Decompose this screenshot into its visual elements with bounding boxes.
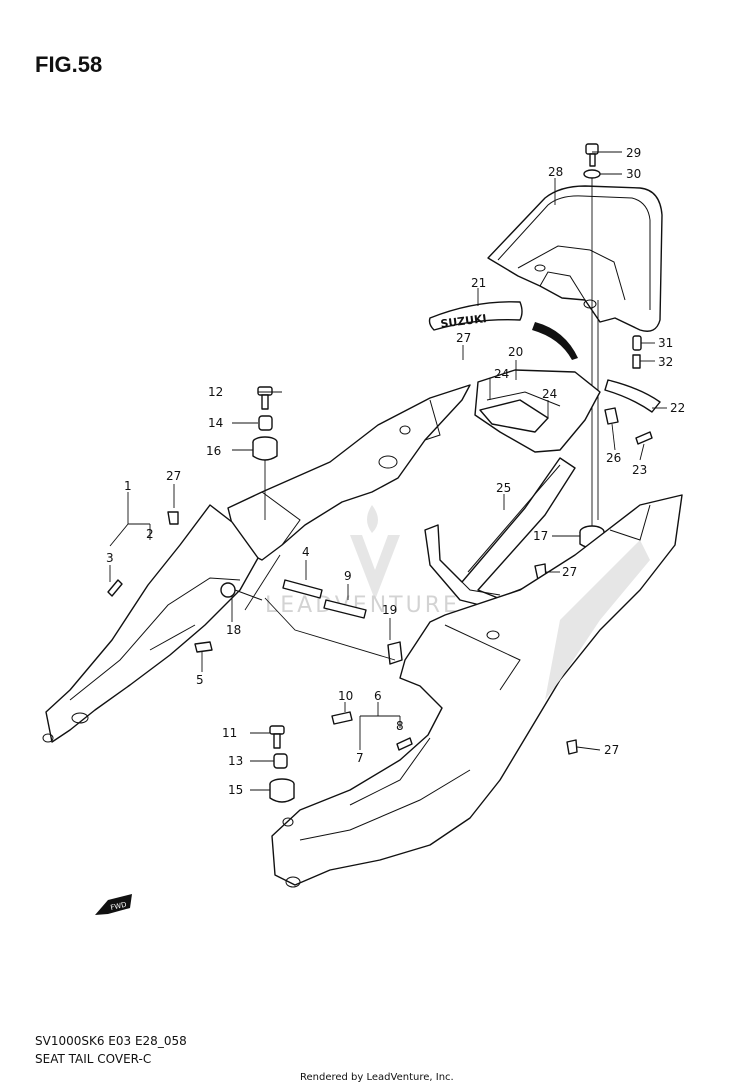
callout-13: 13: [228, 754, 243, 768]
callout-24-left: 24: [494, 367, 509, 381]
emblem-text: SUZUKI: [440, 312, 488, 331]
callout-27-mid: 27: [562, 565, 577, 579]
callout-6: 6: [374, 689, 382, 703]
callout-4: 4: [302, 545, 310, 559]
part-30-washer: [583, 169, 601, 179]
part-9-pad: [323, 599, 367, 619]
callout-28: 28: [548, 165, 563, 179]
callout-23: 23: [632, 463, 647, 477]
callout-27-top: 27: [456, 331, 471, 345]
part-11-bolt: [269, 725, 285, 749]
callout-16: 16: [206, 444, 221, 458]
callout-26: 26: [606, 451, 621, 465]
callout-14: 14: [208, 416, 223, 430]
part-strip-arc: [532, 322, 578, 360]
part-27-rivet-lower: [566, 739, 578, 755]
callout-18: 18: [226, 623, 241, 637]
part-3-pad: [107, 579, 123, 597]
callout-25: 25: [496, 481, 511, 495]
callout-3: 3: [106, 551, 114, 565]
part-12-bolt: [257, 386, 273, 410]
part-32-screw: [632, 354, 641, 369]
fwd-arrow-icon: FWD: [95, 894, 132, 915]
callout-27-lower: 27: [604, 743, 619, 757]
footer-model: SV1000SK6 E03 E28_058: [35, 1034, 187, 1048]
part-4-pad: [282, 579, 323, 599]
part-31-collar: [632, 335, 642, 351]
part-rail-upper: [227, 384, 471, 561]
callout-20: 20: [508, 345, 523, 359]
callout-32: 32: [658, 355, 673, 369]
part-20-seat-tail-cover: [474, 369, 601, 453]
fwd-badge-text: FWD: [110, 901, 128, 912]
callout-29: 29: [626, 146, 641, 160]
part-8-pad: [396, 737, 413, 751]
callout-12: 12: [208, 385, 223, 399]
callout-5: 5: [196, 673, 204, 687]
leader-lines: [109, 151, 667, 791]
part-29-bolt: [585, 143, 599, 167]
figure-title: FIG.58: [35, 52, 102, 77]
callout-30: 30: [626, 167, 641, 181]
part-13-collar: [273, 753, 288, 769]
callout-1: 1: [124, 479, 132, 493]
callout-17: 17: [533, 529, 548, 543]
callout-15: 15: [228, 783, 243, 797]
callout-24-right: 24: [542, 387, 557, 401]
callout-7: 7: [356, 751, 364, 765]
callout-19: 19: [382, 603, 397, 617]
callout-10: 10: [338, 689, 353, 703]
part-14-collar: [258, 415, 273, 431]
part-18-bolt: [220, 582, 263, 601]
part-23-pad: [635, 431, 653, 445]
part-5-pad: [194, 641, 213, 653]
callout-9: 9: [344, 569, 352, 583]
part-22-strip: [604, 379, 661, 413]
callout-8: 8: [396, 719, 404, 733]
callout-31: 31: [658, 336, 673, 350]
callout-27-left: 27: [166, 469, 181, 483]
part-1-left-side-cover: [42, 504, 259, 743]
part-19-clip: [387, 641, 403, 665]
callout-22: 22: [670, 401, 685, 415]
part-26-clip: [604, 407, 619, 425]
callout-2: 2: [146, 527, 154, 541]
footer-title: SEAT TAIL COVER-C: [35, 1052, 151, 1066]
part-16-grommet: [252, 436, 278, 461]
part-28-cowl: [487, 185, 663, 332]
part-21-emblem: SUZUKI: [428, 301, 523, 331]
part-7-right-side-cover: [271, 494, 683, 888]
part-10-pad: [331, 711, 353, 725]
part-15-grommet: [269, 778, 295, 803]
rendered-by: Rendered by LeadVenture, Inc.: [300, 1072, 454, 1083]
part-27-rivet-left: [167, 511, 179, 525]
callout-21: 21: [471, 276, 486, 290]
callout-11: 11: [222, 726, 237, 740]
callout-labels: 29 30 28 21 27 20 24 24 31 32 22 23 26 2…: [106, 146, 685, 797]
